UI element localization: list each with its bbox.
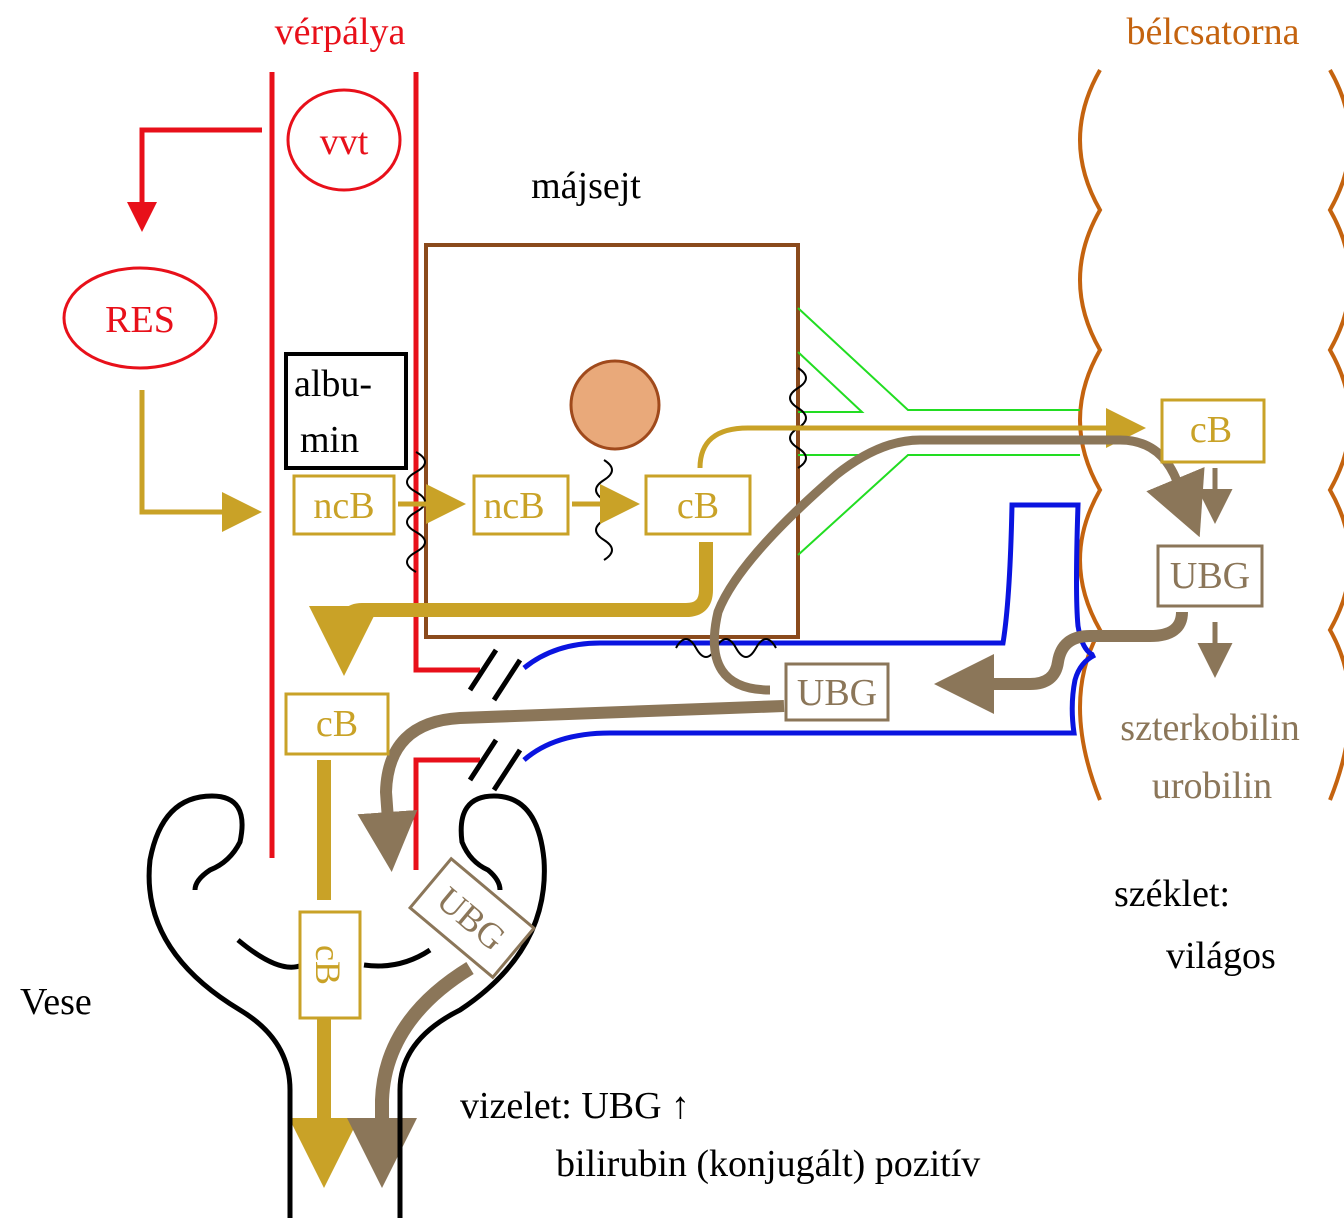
- vessel-break-marks: [467, 648, 523, 792]
- nucleus: [569, 359, 661, 451]
- cb-kidney-box: cB: [298, 910, 362, 1020]
- cb-gut-label: cB: [1190, 409, 1232, 451]
- ncb-blood-label: ncB: [313, 485, 374, 527]
- bile-duct: [797, 307, 1080, 556]
- liver-cell: [424, 243, 800, 639]
- kidney-label: Vese: [20, 981, 92, 1023]
- rbc-ellipse: [286, 88, 402, 192]
- cb-cell-label: cB: [677, 485, 719, 527]
- ubg-portal-box: UBG: [784, 662, 890, 722]
- stercobilin-label: szterkobilin: [1120, 707, 1299, 749]
- urine-line1: vizelet: UBG ↑: [460, 1085, 690, 1127]
- ncb-cell-label: ncB: [483, 485, 544, 527]
- ubg-to-kidney-arrow: [357, 700, 785, 872]
- blood-vessel-label: vérpálya: [275, 11, 406, 53]
- cb-blood-label: cB: [316, 703, 358, 745]
- albumin-box: albu- min: [284, 352, 408, 470]
- albumin-line1: albu-: [294, 363, 372, 405]
- res-label: RES: [105, 299, 175, 341]
- albumin-line2: min: [300, 419, 359, 461]
- cb-cell-box: cB: [644, 474, 752, 536]
- ubg-gut-label: UBG: [1170, 555, 1250, 597]
- liver-cell-label: májsejt: [531, 165, 641, 207]
- ncb-cell-box: ncB: [472, 474, 570, 536]
- intestine-label: bélcsatorna: [1126, 11, 1299, 53]
- urobilin-label: urobilin: [1152, 765, 1272, 807]
- cb-to-bile-arrow: [697, 408, 1146, 469]
- rbc-label: vvt: [320, 121, 369, 163]
- cb-to-blood-arrow: [309, 542, 713, 676]
- ubg-to-urine-arrow: [347, 962, 474, 1188]
- portal-vein: [522, 502, 1097, 762]
- res-to-blood-arrow: [139, 390, 262, 532]
- ubg-portal-label: UBG: [797, 672, 877, 714]
- ubg-enterohepatic-arrow: [709, 435, 1205, 695]
- stool-value: világos: [1166, 935, 1276, 977]
- cb-gut-box: cB: [1160, 398, 1266, 464]
- kidney-outline: [146, 793, 547, 1218]
- cb-blood-box: cB: [284, 692, 390, 756]
- rbc-to-res-arrow: [127, 127, 262, 232]
- res-ellipse: [62, 266, 218, 370]
- urine-line2: bilirubin (konjugált) pozitív: [556, 1143, 980, 1185]
- cb-kidney-label: cB: [308, 945, 348, 985]
- ubg-gut-box: UBG: [1156, 544, 1264, 608]
- ubg-reabsorption-arrow: [934, 611, 1188, 714]
- ncb-blood-box: ncB: [292, 474, 396, 536]
- stool-label: széklet:: [1114, 873, 1230, 915]
